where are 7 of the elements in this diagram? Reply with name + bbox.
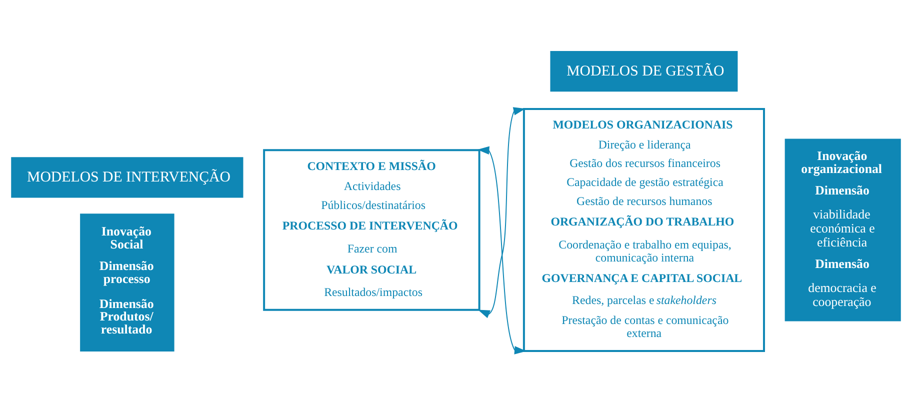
node-box: Inovação Social Dimensão processo Dimensão Produtos/ resultado — [80, 213, 174, 352]
arrow — [478, 106, 526, 318]
node-box: MODELOS DE GESTÃO — [550, 50, 738, 92]
node-box: MODELOS DE INTERVENÇÃO — [11, 156, 244, 198]
node-box: MODELOS ORGANIZACIONAIS Direção e liderança Gestão dos recursos financeiros Capacidade de gestão estratégica Gestão de recursos humanos ORGANIZAÇÃO DO TRABALHO Coordenação e trabalho em equipas, comunicação interna GOVERNANÇA E CAPITAL SOCIAL Redes, parcelas e stakeholders Prestação de contas e comunicação externa — [522, 108, 765, 352]
node-box: Inovação organizacional Dimensão viabilidade económica e eficiência Dimensão democracia e cooperação — [784, 138, 901, 321]
node-box: CONTEXTO E MISSÃO Actividades Públicos/destinatários PROCESSO DE INTERVENÇÃO Fazer com VALOR SOCIAL Resultados/impactos — [263, 148, 480, 310]
